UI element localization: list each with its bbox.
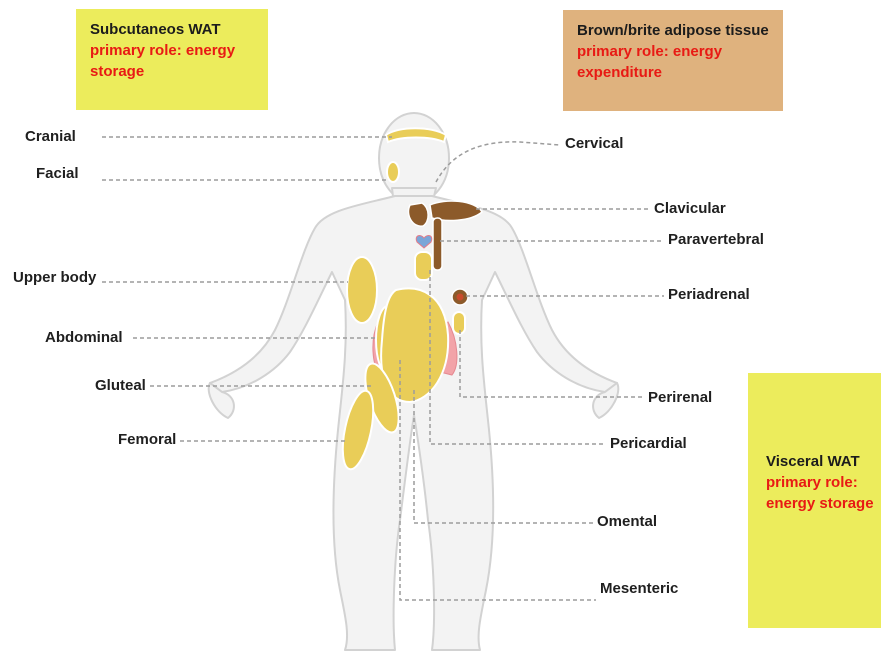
- perirenal-fat: [453, 312, 465, 334]
- label-pericardial: Pericardial: [610, 435, 687, 453]
- label-upper-body: Upper body: [13, 269, 96, 287]
- visceral-title: Visceral WAT: [766, 451, 881, 472]
- pericardial-fat: [415, 252, 432, 280]
- paravertebral-fat: [433, 218, 442, 270]
- subcutaneous-title: Subcutaneos WAT: [90, 19, 254, 40]
- label-periadrenal: Periadrenal: [668, 286, 750, 304]
- upper-body-fat: [347, 257, 377, 323]
- brown-title: Brown/brite adipose tissue: [577, 20, 769, 41]
- label-cranial: Cranial: [25, 128, 76, 146]
- label-femoral: Femoral: [118, 431, 176, 449]
- brown-adipose-box: Brown/brite adipose tissue primary role:…: [563, 10, 783, 111]
- label-paravertebral: Paravertebral: [668, 231, 764, 249]
- label-gluteal: Gluteal: [95, 377, 146, 395]
- visceral-role: primary role: energy storage: [766, 472, 881, 514]
- subcutaneous-wat-box: Subcutaneos WAT primary role: energy sto…: [76, 9, 268, 110]
- label-mesenteric: Mesenteric: [600, 580, 678, 598]
- label-clavicular: Clavicular: [654, 200, 726, 218]
- label-omental: Omental: [597, 513, 657, 531]
- brown-role: primary role: energy expenditure: [577, 41, 769, 83]
- visceral-wat-box: Visceral WAT primary role: energy storag…: [748, 373, 881, 628]
- label-perirenal: Perirenal: [648, 389, 712, 407]
- facial-fat: [387, 162, 399, 182]
- label-cervical: Cervical: [565, 135, 623, 153]
- label-facial: Facial: [36, 165, 79, 183]
- label-abdominal: Abdominal: [45, 329, 123, 347]
- subcutaneous-role: primary role: energy storage: [90, 40, 254, 82]
